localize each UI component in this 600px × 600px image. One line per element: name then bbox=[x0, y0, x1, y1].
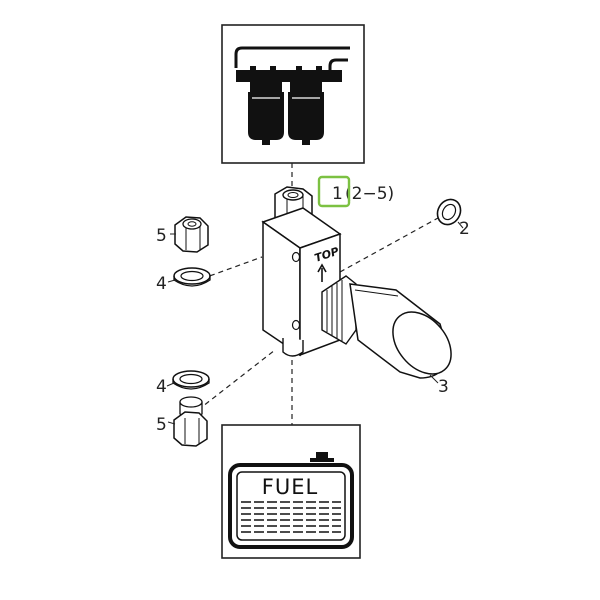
tank-label: FUEL bbox=[262, 475, 318, 499]
washer-part-2 bbox=[436, 198, 462, 226]
fuel-tank-icon bbox=[228, 452, 354, 549]
nut-part-5-bottom bbox=[173, 396, 208, 447]
knob-part-3 bbox=[321, 275, 452, 379]
callout-part-range: (2−5) bbox=[345, 184, 394, 204]
washer-part-4-top bbox=[173, 267, 211, 287]
bottom-port-fitting bbox=[282, 338, 304, 357]
callout-part-4-bottom: 4 bbox=[156, 377, 167, 397]
callout-part-3: 3 bbox=[438, 377, 449, 397]
arrow-up-icon bbox=[317, 263, 327, 282]
fuel-filter-icon bbox=[234, 46, 350, 145]
callout-part-2: 2 bbox=[459, 219, 470, 239]
filter-inset-panel bbox=[221, 24, 365, 164]
fuel-tank-inset-panel: FUEL bbox=[221, 424, 361, 559]
washer-part-4-bottom bbox=[172, 370, 210, 390]
nut-part-5-top bbox=[174, 216, 209, 253]
callout-part-5-bottom: 5 bbox=[156, 415, 167, 435]
callout-leaders bbox=[166, 221, 464, 425]
callout-part-1: 1 bbox=[332, 184, 343, 204]
callout-part-5-top: 5 bbox=[156, 226, 167, 246]
callout-highlight-box bbox=[317, 175, 351, 208]
callout-part-4-top: 4 bbox=[156, 274, 167, 294]
